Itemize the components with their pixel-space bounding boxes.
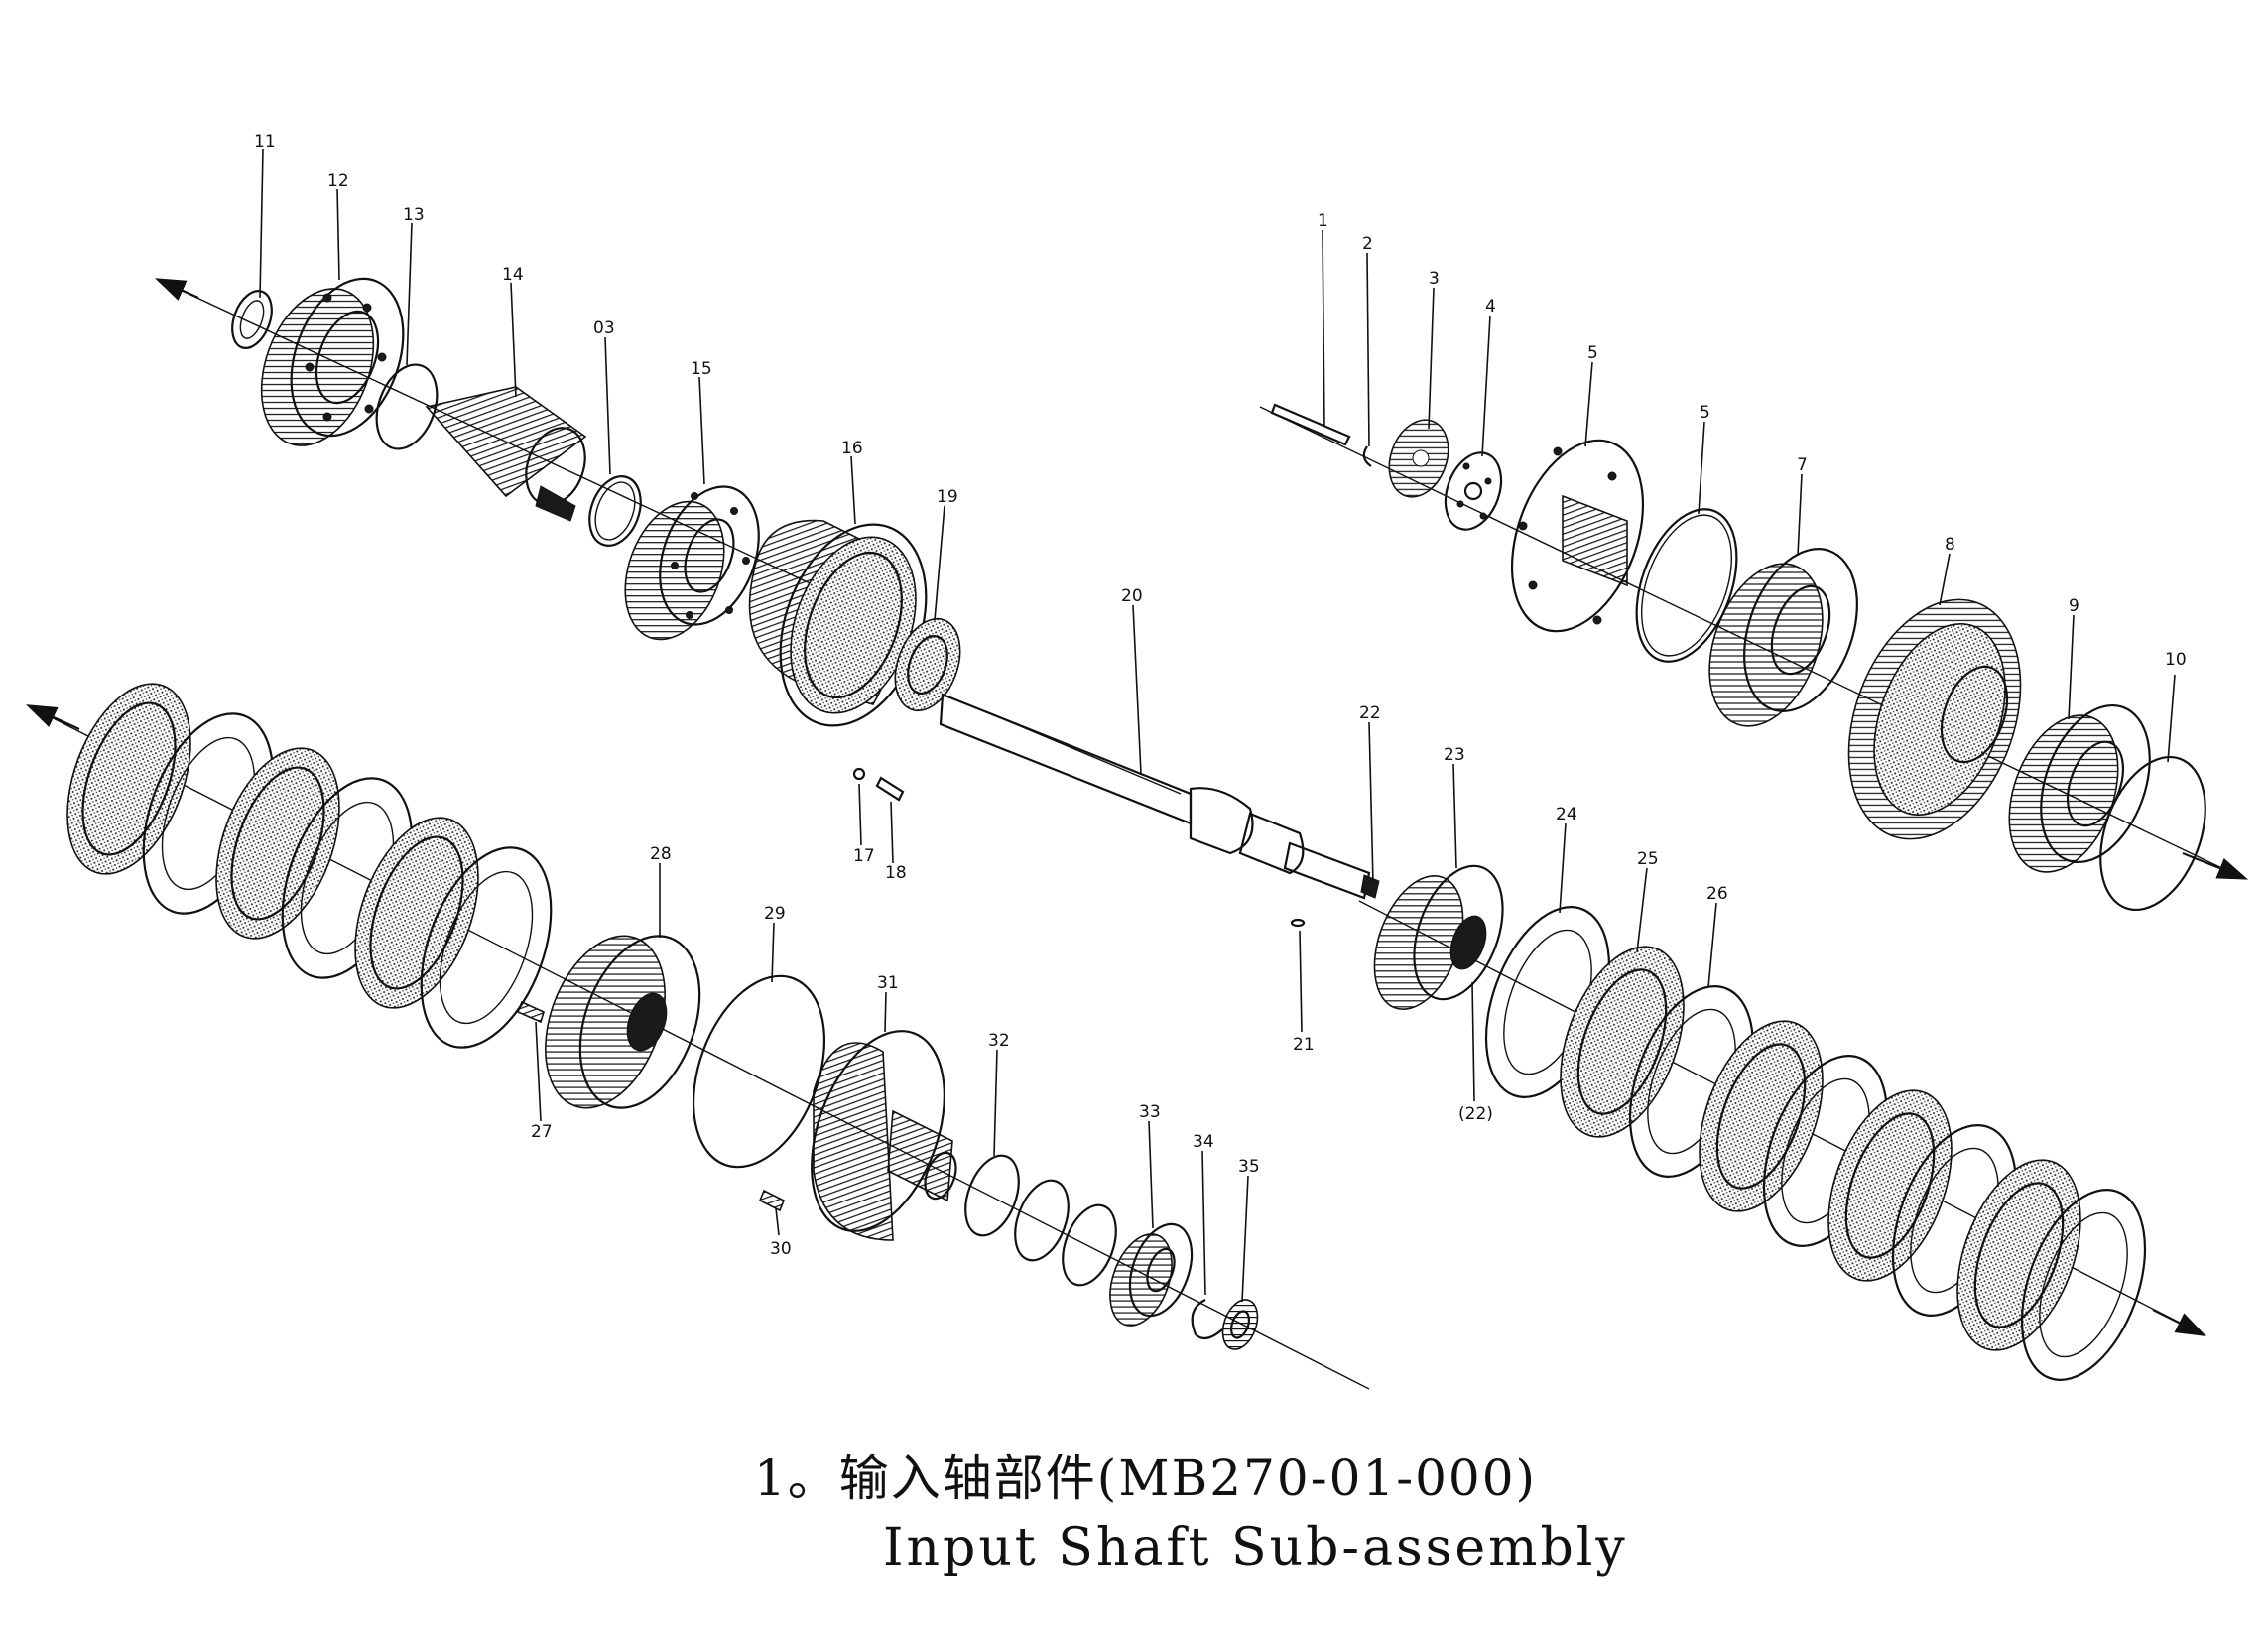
part-03-o-ring bbox=[588, 475, 642, 547]
friction-disc-stack-right bbox=[1484, 906, 2147, 1381]
part-13-o-ring bbox=[375, 363, 439, 450]
part-18-pin bbox=[875, 776, 905, 802]
part-34-circlip bbox=[1191, 1299, 1223, 1340]
callout-26: 26 bbox=[1706, 884, 1728, 904]
callout-11: 11 bbox=[254, 132, 276, 152]
callout-31: 31 bbox=[877, 973, 899, 993]
callout-25: 25 bbox=[1637, 849, 1659, 869]
part-16-clutch-drum bbox=[748, 519, 928, 727]
callout-15: 15 bbox=[691, 359, 712, 379]
part-11-snap-ring bbox=[231, 290, 273, 349]
part-35-lock-nut bbox=[1221, 1299, 1259, 1350]
callout-13: 13 bbox=[403, 205, 425, 225]
callout-29: 29 bbox=[764, 904, 786, 924]
callout-10: 10 bbox=[2165, 650, 2187, 670]
part-2-clip bbox=[1362, 445, 1372, 467]
callout-33: 33 bbox=[1139, 1102, 1161, 1122]
upper-left-assembly bbox=[154, 277, 961, 802]
part-4-washer-plate bbox=[1444, 451, 1503, 531]
part-12-bearing bbox=[260, 277, 405, 446]
part-8-gear bbox=[1847, 598, 2022, 840]
direction-arrow-right bbox=[2182, 851, 2249, 880]
part-10-snap-ring bbox=[2099, 755, 2206, 912]
part-21-key bbox=[1290, 918, 1306, 928]
part-30-plug bbox=[758, 1189, 786, 1212]
callout-20: 20 bbox=[1121, 586, 1143, 606]
callout-14: 14 bbox=[502, 265, 524, 285]
lower-right-assembly bbox=[1358, 864, 2206, 1381]
caption-english-title: Input Shaft Sub-assembly bbox=[883, 1518, 1628, 1578]
callout-30: 30 bbox=[770, 1239, 792, 1259]
callout-8: 8 bbox=[1945, 535, 1955, 555]
callout-27: 27 bbox=[531, 1122, 553, 1142]
callout-34: 34 bbox=[1193, 1132, 1214, 1152]
callout-3: 3 bbox=[1429, 269, 1440, 289]
part-1-bolt bbox=[1270, 403, 1351, 446]
direction-arrow-upper bbox=[154, 278, 199, 301]
leader-lines bbox=[259, 148, 2176, 1303]
callout-18: 18 bbox=[885, 863, 907, 883]
part-15-bearing bbox=[624, 485, 760, 641]
callout-24: 24 bbox=[1556, 805, 1577, 824]
callout-16: 16 bbox=[841, 439, 863, 458]
figure-caption: 1。输入轴部件(MB270-01-000) Input Shaft Sub-as… bbox=[754, 1439, 1647, 1578]
part-33-bearing bbox=[1109, 1222, 1194, 1327]
caption-chinese-title: 1。输入轴部件(MB270-01-000) bbox=[754, 1450, 1538, 1507]
part-28-piston bbox=[545, 935, 701, 1109]
callout-35: 35 bbox=[1238, 1157, 1260, 1177]
direction-arrow-lower-left bbox=[26, 704, 80, 730]
part-5-snap-ring bbox=[1635, 508, 1738, 663]
callout-21: 21 bbox=[1293, 1035, 1315, 1055]
part-19-thrust-washer bbox=[894, 617, 961, 712]
callout-7: 7 bbox=[1797, 455, 1808, 475]
part-3-lock-plate bbox=[1388, 419, 1449, 498]
friction-disc-stack-left bbox=[66, 683, 553, 1049]
lower-left-assembly bbox=[26, 683, 1370, 1390]
callout-17: 17 bbox=[853, 846, 875, 866]
callout-4: 4 bbox=[1485, 297, 1496, 316]
part-14-pinion-gear bbox=[425, 386, 587, 522]
direction-arrow-lower-right bbox=[2152, 1309, 2206, 1336]
callout-19: 19 bbox=[937, 487, 958, 507]
callout-9: 9 bbox=[2069, 596, 2079, 616]
callout-28: 28 bbox=[650, 844, 672, 864]
part-5-flange bbox=[1510, 439, 1645, 633]
part-17-ball bbox=[852, 767, 866, 781]
callout-32: 32 bbox=[988, 1031, 1010, 1051]
part-27-spring bbox=[516, 1000, 545, 1024]
callout-03: 03 bbox=[593, 318, 615, 338]
callout-23: 23 bbox=[1444, 745, 1465, 765]
callout-12: 12 bbox=[327, 171, 349, 190]
part-32-seal-rings bbox=[964, 1154, 1117, 1287]
part-9-bearing bbox=[2008, 703, 2151, 873]
callout-22: 22 bbox=[1359, 703, 1381, 723]
callout-22-ref: (22) bbox=[1458, 1104, 1493, 1124]
part-20-input-shaft bbox=[939, 693, 1380, 900]
callout-1: 1 bbox=[1318, 211, 1328, 231]
upper-right-assembly bbox=[1259, 403, 2249, 912]
part-7-bearing bbox=[1708, 548, 1858, 727]
callout-5a: 5 bbox=[1587, 343, 1598, 363]
callout-5b: 5 bbox=[1700, 403, 1710, 423]
callout-2: 2 bbox=[1362, 234, 1373, 254]
callout-labels: 11 12 13 14 03 15 16 19 20 1 2 3 4 5 5 7… bbox=[254, 132, 2187, 1259]
part-31-clutch-hub bbox=[811, 1030, 957, 1241]
part-23-clutch-hub bbox=[1373, 864, 1504, 1010]
